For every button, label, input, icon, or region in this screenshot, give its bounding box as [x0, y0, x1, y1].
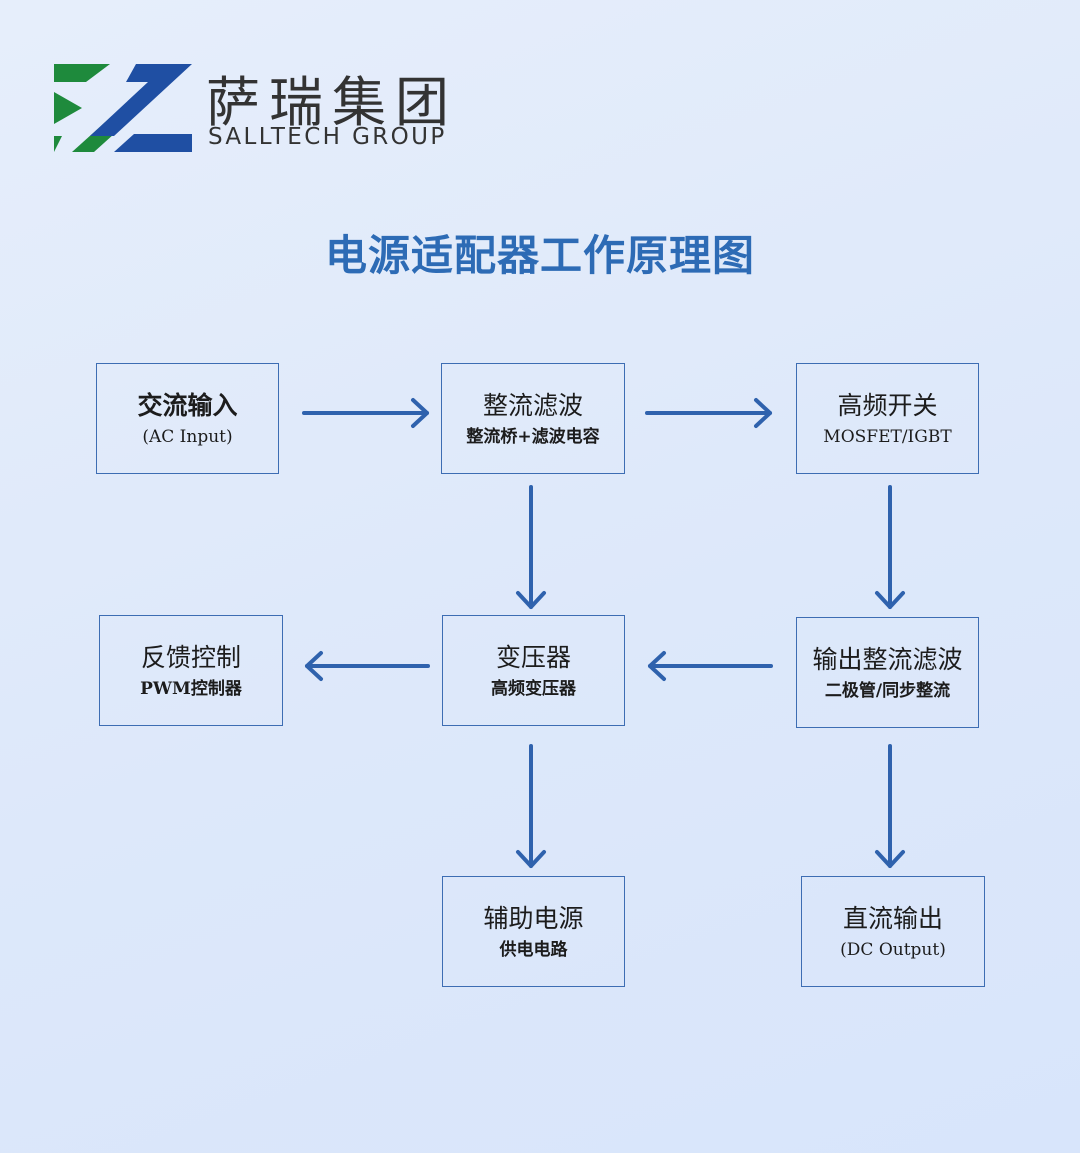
arrow-hf-switch-to-output-filter	[875, 485, 905, 609]
node-feedback: 反馈控制 PWM控制器	[99, 615, 283, 726]
node-sublabel: 供电电路	[499, 939, 568, 960]
node-label: 高频开关	[837, 390, 938, 420]
arrow-rectify-filter-to-hf-switch	[645, 398, 772, 428]
diagram-title: 电源适配器工作原理图	[324, 231, 755, 280]
salltech-logo-mark-icon	[54, 64, 192, 152]
node-label: 辅助电源	[483, 903, 584, 933]
node-sublabel: 二极管/同步整流	[824, 680, 951, 701]
arrow-transformer-to-feedback	[305, 651, 430, 681]
node-dc-output: 直流输出 (DC Output)	[801, 876, 985, 987]
arrow-output-filter-to-transformer	[648, 651, 773, 681]
brand-name-en: SALLTECH GROUP	[208, 124, 447, 150]
node-output-filter: 输出整流滤波 二极管/同步整流	[796, 617, 979, 728]
arrow-output-filter-to-dc-output	[875, 744, 905, 868]
arrow-rectify-filter-to-transformer	[516, 485, 546, 609]
node-label: 直流输出	[842, 903, 943, 933]
node-label: 整流滤波	[482, 390, 583, 420]
arrow-transformer-to-aux-power	[516, 744, 546, 868]
node-sublabel: 高频变压器	[491, 678, 576, 699]
node-transformer: 变压器 高频变压器	[442, 615, 625, 726]
node-sublabel: (AC Input)	[142, 426, 233, 447]
node-aux-power: 辅助电源 供电电路	[442, 876, 625, 987]
node-sublabel: PWM控制器	[140, 678, 242, 699]
node-label: 交流输入	[137, 390, 238, 420]
node-sublabel: 整流桥+滤波电容	[466, 426, 600, 447]
node-ac-input: 交流输入 (AC Input)	[96, 363, 279, 474]
node-label: 输出整流滤波	[812, 644, 963, 674]
salltech-logo: 萨瑞集团 SALLTECH GROUP	[54, 62, 464, 158]
brand-name-cn: 萨瑞集团	[206, 71, 458, 134]
node-label: 反馈控制	[140, 642, 241, 672]
node-hf-switch: 高频开关 MOSFET/IGBT	[796, 363, 979, 474]
node-sublabel: MOSFET/IGBT	[823, 426, 952, 447]
node-rectify-filter: 整流滤波 整流桥+滤波电容	[441, 363, 625, 474]
node-label: 变压器	[495, 642, 571, 672]
arrow-ac-input-to-rectify-filter	[302, 398, 429, 428]
node-sublabel: (DC Output)	[840, 939, 946, 960]
